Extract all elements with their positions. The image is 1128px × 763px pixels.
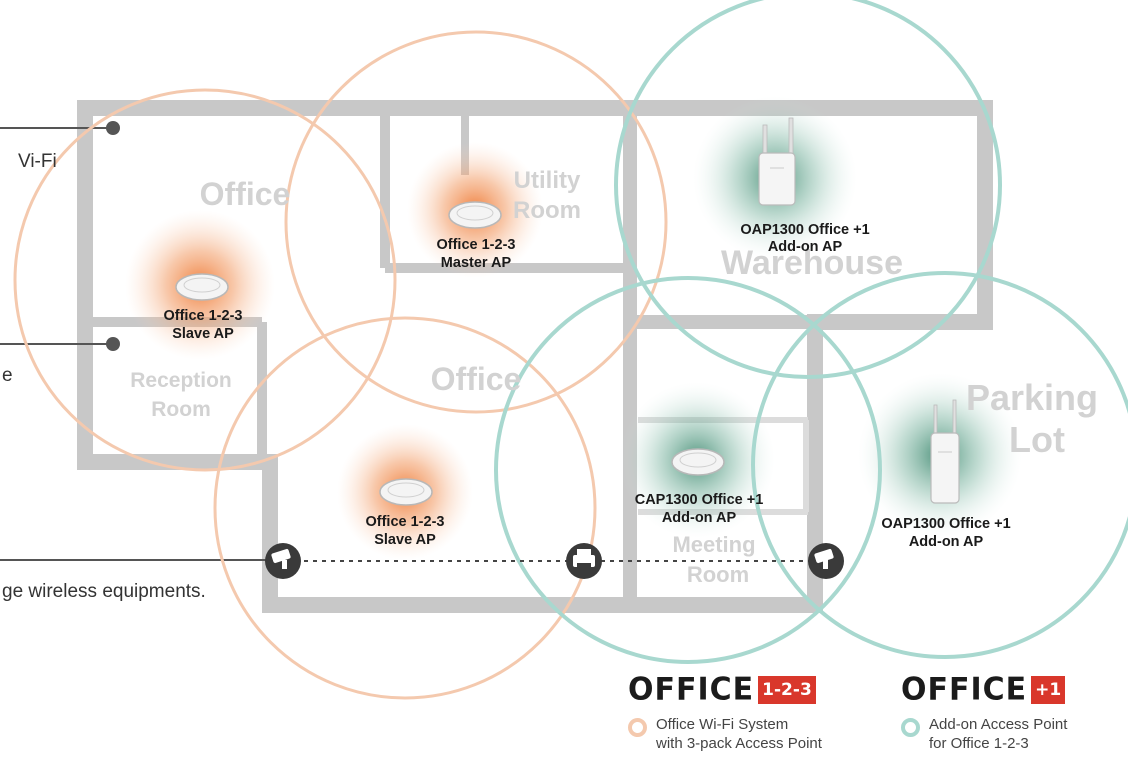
room-warehouse: Warehouse bbox=[721, 244, 903, 282]
office123-description: Office Wi-Fi System with 3-pack Access Po… bbox=[656, 715, 822, 753]
office-plus1-desc-line2: for Office 1-2-3 bbox=[929, 735, 1029, 752]
callout-dot bbox=[106, 121, 120, 135]
ap-label-slave-left-line2: Slave AP bbox=[172, 326, 234, 342]
camera-icon bbox=[808, 543, 844, 579]
ap-label-slave-bottom-line2: Slave AP bbox=[374, 532, 436, 548]
room-reception-line2: Room bbox=[151, 398, 211, 421]
ceiling-ap-icon bbox=[671, 448, 725, 476]
addon-coverage-rings bbox=[494, 0, 1128, 664]
office-plus1-logo: OFFICE+1 bbox=[901, 671, 1067, 708]
room-office-center: Office bbox=[431, 361, 522, 397]
printer-icon bbox=[566, 543, 602, 579]
ap-label-slave-left-line1: Office 1-2-3 bbox=[164, 308, 243, 324]
office123-logo-badge: 1-2-3 bbox=[758, 675, 816, 704]
ap-label-oap-warehouse-line1: OAP1300 Office +1 bbox=[740, 222, 869, 238]
office-plus1-legend-item: Add-on Access Point for Office 1-2-3 bbox=[901, 715, 1067, 753]
room-meeting-line1: Meeting bbox=[672, 532, 755, 557]
ap-label-oap-parking-line1: OAP1300 Office +1 bbox=[881, 516, 1010, 532]
room-reception-line1: Reception bbox=[130, 369, 232, 392]
office-plus1-logo-badge: +1 bbox=[1031, 675, 1066, 704]
ap-label-slave-bottom-line1: Office 1-2-3 bbox=[366, 514, 445, 530]
outdoor-ap-icon bbox=[930, 399, 960, 504]
teal-ring-icon bbox=[901, 718, 920, 737]
ceiling-ap-icon bbox=[448, 201, 502, 229]
ap-label-cap-meeting-line2: Add-on AP bbox=[662, 510, 737, 526]
office-plus1-description: Add-on Access Point for Office 1-2-3 bbox=[929, 715, 1067, 753]
outdoor-ap-icon bbox=[758, 117, 796, 206]
orange-ring-icon bbox=[628, 718, 647, 737]
legend-office-plus1: OFFICE+1 Add-on Access Point for Office 1… bbox=[901, 671, 1067, 753]
room-office-top: Office bbox=[200, 176, 291, 212]
office123-coverage-rings bbox=[13, 30, 668, 700]
room-parking-line2: Lot bbox=[1009, 419, 1065, 460]
ap-label-oap-parking-line2: Add-on AP bbox=[909, 534, 984, 550]
ceiling-ap-icon bbox=[175, 273, 229, 301]
camera-icon bbox=[265, 543, 301, 579]
e-fragment-text: e bbox=[2, 365, 13, 386]
room-utility-line1: Utility bbox=[514, 167, 581, 194]
room-parking-line1: Parking bbox=[966, 377, 1098, 418]
office123-desc-line1: Office Wi-Fi System bbox=[656, 716, 789, 733]
ap-label-oap-warehouse-line2: Add-on AP bbox=[768, 239, 843, 255]
ap-label-cap-meeting-line1: CAP1300 Office +1 bbox=[635, 492, 764, 508]
office123-logo-word: OFFICE bbox=[628, 671, 755, 708]
ceiling-ap-icon bbox=[379, 478, 433, 506]
wifi-fragment-text: Vi-Fi bbox=[18, 151, 57, 172]
bottom-fragment-text: ge wireless equipments. bbox=[2, 581, 206, 602]
office123-legend-item: Office Wi-Fi System with 3-pack Access Po… bbox=[628, 715, 822, 753]
callout-dot bbox=[106, 337, 120, 351]
ap-label-master-line2: Master AP bbox=[441, 255, 512, 271]
ap-label-master-line1: Office 1-2-3 bbox=[437, 237, 516, 253]
office-plus1-desc-line1: Add-on Access Point bbox=[929, 716, 1068, 733]
office-plus1-logo-word: OFFICE bbox=[901, 671, 1028, 708]
room-utility-line2: Room bbox=[513, 197, 581, 224]
room-meeting-line2: Room bbox=[687, 562, 749, 587]
office123-desc-line2: with 3-pack Access Point bbox=[656, 735, 822, 752]
